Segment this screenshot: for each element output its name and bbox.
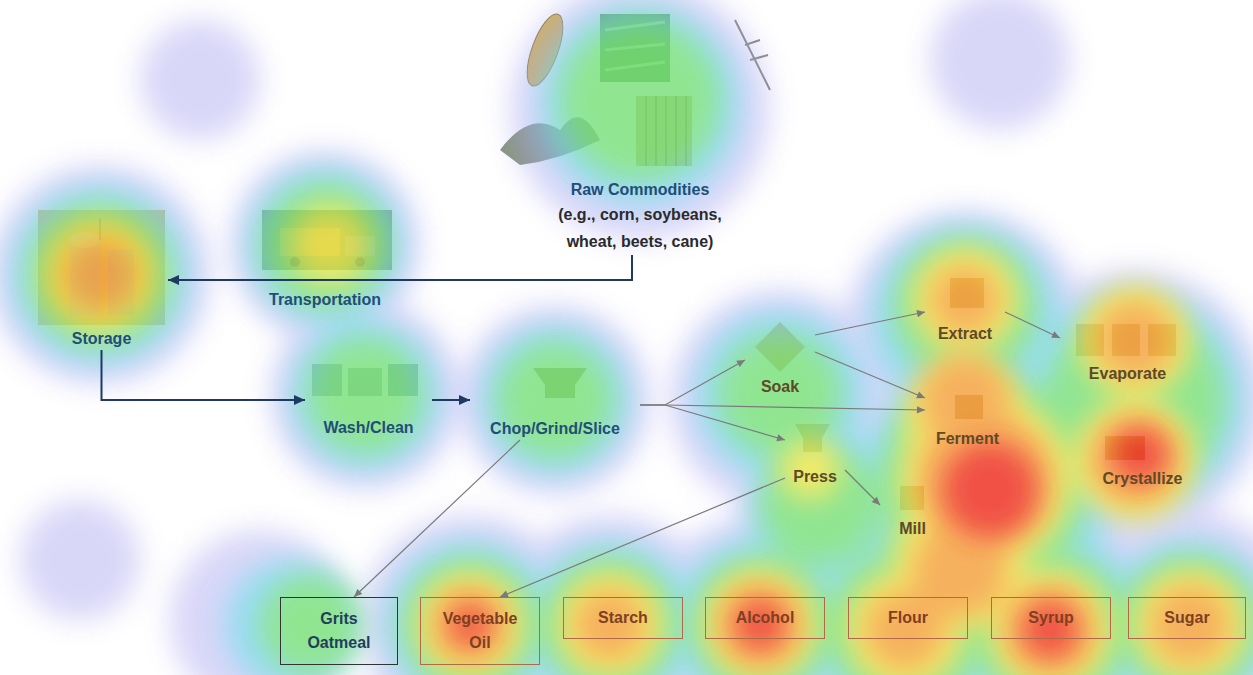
flow-line [845, 470, 880, 505]
node-body: (e.g., corn, soybeans, wheat, beets, can… [533, 201, 748, 255]
flow-arrow [640, 405, 925, 413]
node-label: Extract [938, 323, 992, 345]
process-node: Extract [925, 272, 1005, 345]
arrow-head [916, 392, 925, 399]
flow-arrow [432, 395, 470, 405]
flow-arrow [168, 255, 632, 285]
flow-arrow [354, 440, 520, 597]
heat-cyan [10, 5, 1253, 675]
arrow-head [917, 406, 925, 413]
arrow-head [872, 497, 880, 505]
arrow-head [736, 360, 745, 367]
node-label: Mill [899, 518, 926, 540]
node-label: Wash/Clean [323, 417, 413, 439]
node-label: Flour [888, 606, 928, 630]
flow-line [500, 478, 785, 597]
process-node: Wash/Clean [305, 355, 432, 439]
flow-line [640, 405, 925, 410]
product-box: Syrup [991, 597, 1111, 639]
node-label: Raw Commodities [571, 179, 710, 201]
flow-arrow [815, 352, 925, 398]
flow-line [815, 312, 925, 335]
process-node: Crystallize [1080, 432, 1205, 490]
heat-orange [62, 237, 1230, 675]
node-label: Alcohol [736, 606, 795, 630]
arrow-head [776, 434, 785, 441]
process-node: Mill [880, 482, 945, 540]
node-label: Grits Oatmeal [294, 607, 384, 655]
flow-line [815, 352, 925, 398]
process-node: Evaporate [1060, 318, 1195, 385]
flow-line [168, 255, 632, 280]
flow-line [354, 440, 520, 597]
node-label: Crystallize [1102, 468, 1182, 490]
node-label: Chop/Grind/Slice [490, 418, 620, 440]
arrow-head [168, 275, 179, 285]
arrow-head [916, 310, 925, 317]
flow-arrow [500, 478, 785, 597]
product-box: Alcohol [705, 597, 825, 639]
node-label: Soak [761, 376, 799, 398]
node-label: Starch [598, 606, 648, 630]
product-box: Starch [563, 597, 683, 639]
process-node: Soak [745, 318, 815, 398]
process-node: Storage [35, 205, 168, 350]
process-node: Ferment [925, 392, 1010, 450]
arrow-head [294, 395, 305, 405]
product-box: Vegetable Oil [420, 597, 540, 665]
flow-arrow [640, 360, 745, 405]
product-box: Sugar [1128, 597, 1246, 639]
node-label: Evaporate [1089, 363, 1166, 385]
node-label: Syrup [1028, 606, 1073, 630]
flow-line [640, 360, 745, 405]
process-label: Transportation [255, 287, 395, 311]
node-label: Vegetable Oil [435, 607, 525, 655]
arrow-head [459, 395, 470, 405]
heat-green [28, 20, 1253, 675]
product-box: Flour [848, 597, 968, 639]
node-label: Sugar [1164, 606, 1209, 630]
arrow-head [354, 589, 362, 597]
heat-red [450, 427, 1168, 658]
flow-arrow [815, 310, 925, 335]
heat-yellow [45, 205, 1245, 675]
node-label: Transportation [269, 289, 381, 311]
product-box: Grits Oatmeal [280, 597, 398, 665]
flow-arrow [845, 470, 880, 505]
process-node: Chop/Grind/Slice [470, 360, 640, 440]
flow-arrow [1005, 312, 1060, 338]
flow-arrow [102, 350, 306, 405]
flow-line [640, 405, 785, 440]
flow-line [1005, 312, 1060, 338]
node-label: Press [793, 466, 837, 488]
node-label: Storage [72, 328, 132, 350]
process-node: Press [785, 420, 845, 488]
node-label: Ferment [936, 428, 999, 450]
commodity-node: Raw Commodities(e.g., corn, soybeans, wh… [495, 5, 785, 255]
flow-line [102, 350, 306, 400]
flow-arrow [640, 405, 785, 441]
arrow-head [1051, 331, 1060, 338]
